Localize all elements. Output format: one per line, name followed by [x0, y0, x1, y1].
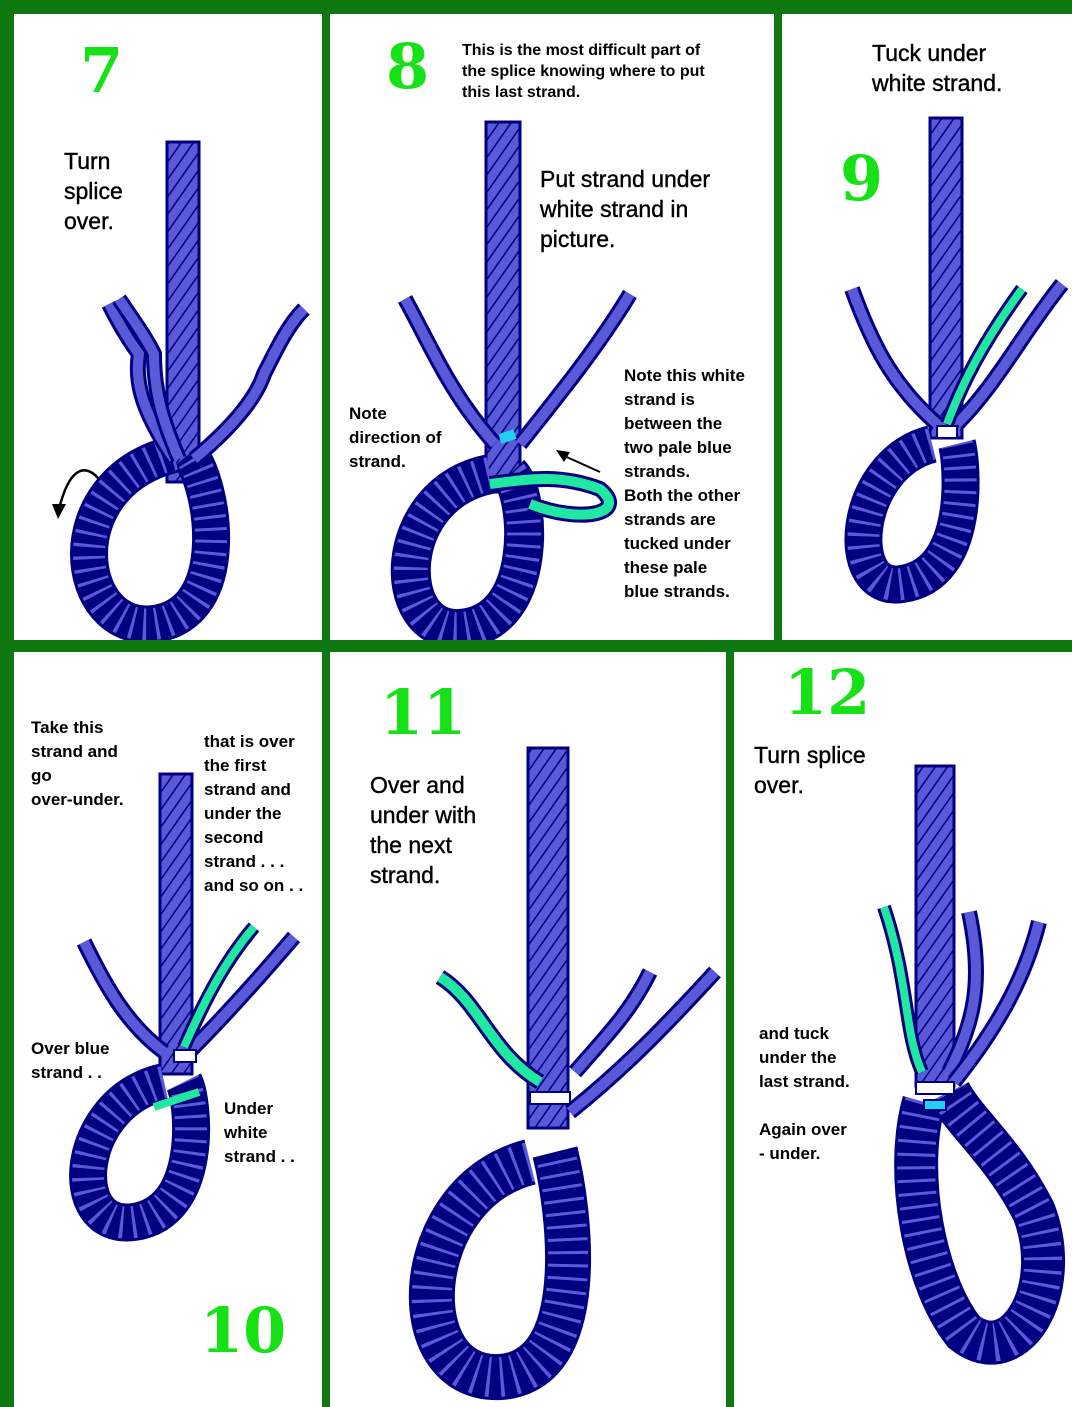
instruction-text: Over and under with the next strand. — [370, 770, 476, 890]
rope-eye — [411, 474, 524, 629]
rope-standing-part — [916, 766, 954, 1086]
instruction-continued: that is over the first strand and under … — [204, 730, 303, 898]
arrow-head-icon — [556, 450, 570, 462]
white-strand — [174, 1050, 196, 1062]
arrow-head-icon — [52, 504, 66, 519]
step-number: 7 — [80, 40, 123, 102]
splice-illustration-9 — [782, 14, 1072, 640]
instruction-text: Tuck under white strand. — [872, 38, 1002, 98]
step-number: 9 — [840, 148, 883, 210]
pale-blue-strand — [924, 1100, 946, 1110]
strand-right-fill — [520, 294, 630, 444]
instruction-text: Turn splice over. — [64, 146, 123, 236]
step-number: 12 — [784, 662, 870, 724]
instruction-text: Turn splice over. — [754, 740, 866, 800]
white-strand-note: Note this white strand is between the tw… — [624, 364, 745, 604]
step-12-panel: 12 Turn splice over. and tuck under the … — [734, 652, 1072, 1407]
step-number: 10 — [200, 1300, 286, 1362]
pale-blue-strand — [500, 434, 515, 439]
step-number: 8 — [386, 36, 429, 98]
step-8-panel: 8 This is the most difficult part of the… — [330, 14, 774, 640]
step-9-panel: Tuck under white strand. 9 — [782, 14, 1072, 640]
step-7-panel: 7 Turn splice over. — [14, 14, 322, 640]
step-10-panel: Take this strand and go over-under. that… — [14, 652, 322, 1407]
white-strand — [530, 1092, 570, 1104]
instruction-text: Take this strand and go over-under. — [31, 716, 124, 812]
white-strand — [916, 1082, 954, 1094]
under-note: Under white strand . . — [224, 1097, 295, 1169]
intro-note: This is the most difficult part of the s… — [462, 40, 705, 103]
strand-left-fill — [84, 942, 164, 1052]
direction-note: Note direction of strand. — [349, 402, 442, 474]
white-strand — [937, 426, 957, 438]
over-note: Over blue strand . . — [31, 1037, 109, 1085]
splice-illustration-11 — [330, 652, 726, 1407]
instruction-text: Put strand under white strand in picture… — [540, 164, 710, 254]
splice-illustration-7 — [14, 14, 322, 640]
step-11-panel: 11 Over and under with the next strand. — [330, 652, 726, 1407]
step-number: 11 — [380, 682, 466, 744]
green-strand-fill — [440, 977, 540, 1082]
rope-eye — [432, 1152, 568, 1377]
instruction-continued: and tuck under the last strand. Again ov… — [759, 1022, 850, 1166]
